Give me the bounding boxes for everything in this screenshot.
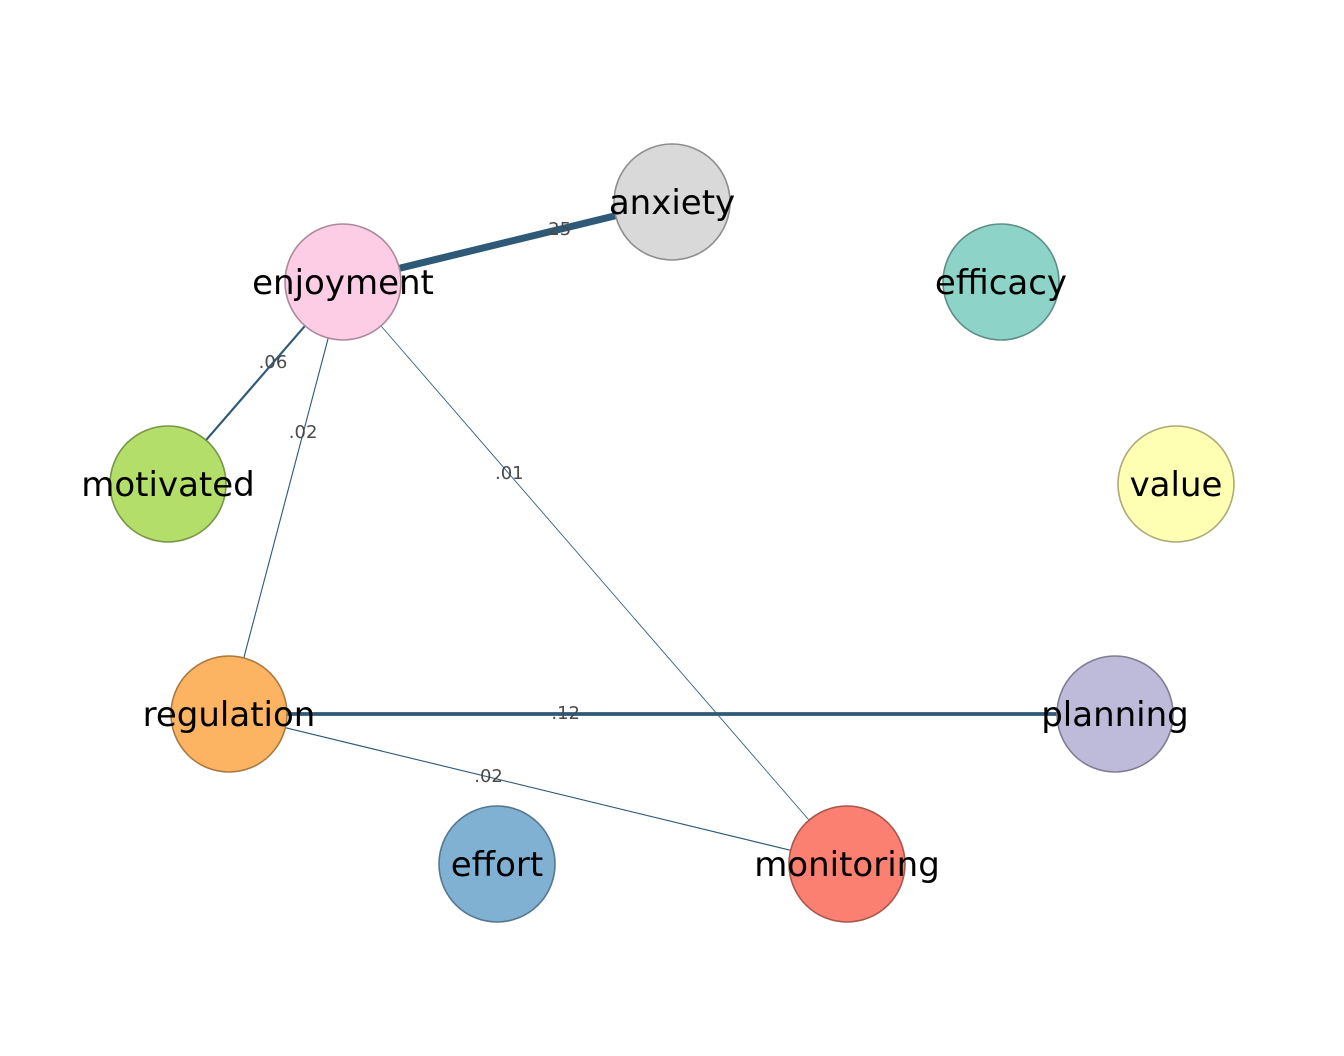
edge-label-enjoyment-motivated: .06 <box>259 352 288 373</box>
edge-label-enjoyment-regulation: .02 <box>289 422 318 443</box>
edge-enjoyment-anxiety <box>398 212 617 272</box>
node-label-planning: planning <box>1041 695 1189 735</box>
edge-enjoyment-motivated <box>205 325 306 441</box>
node-motivated: motivated <box>81 425 255 543</box>
edge-enjoyment-monitoring <box>380 325 810 821</box>
node-efficacy: efficacy <box>935 223 1067 341</box>
node-circle-regulation <box>170 655 288 773</box>
node-enjoyment: enjoyment <box>252 223 434 341</box>
edge-label-enjoyment-monitoring: .01 <box>495 463 524 484</box>
node-label-regulation: regulation <box>143 695 316 735</box>
edges-layer <box>205 212 1057 851</box>
node-circle-anxiety <box>613 143 731 261</box>
node-circle-enjoyment <box>284 223 402 341</box>
node-circle-motivated <box>109 425 227 543</box>
edge-regulation-monitoring <box>285 727 791 851</box>
edge-label-regulation-monitoring: .02 <box>474 766 503 787</box>
node-circle-value <box>1117 425 1235 543</box>
node-anxiety: anxiety <box>609 143 735 261</box>
node-label-value: value <box>1130 465 1223 505</box>
node-regulation: regulation <box>143 655 316 773</box>
node-label-efficacy: efficacy <box>935 263 1067 303</box>
node-label-anxiety: anxiety <box>609 183 735 223</box>
node-value: value <box>1117 425 1235 543</box>
nodes-layer: anxiety efficacy value planning monitoring ef… <box>81 143 1235 923</box>
node-label-monitoring: monitoring <box>754 845 940 885</box>
node-label-effort: effort <box>451 845 543 885</box>
node-planning: planning <box>1041 655 1189 773</box>
node-label-enjoyment: enjoyment <box>252 263 434 303</box>
node-circle-planning <box>1056 655 1174 773</box>
node-circle-monitoring <box>788 805 906 923</box>
edge-label-regulation-planning: .12 <box>551 703 580 724</box>
edge-labels-layer: .25 .12 .06 .02 .02 .01 <box>259 219 580 787</box>
edge-label-enjoyment-anxiety: .25 <box>543 219 572 240</box>
node-label-motivated: motivated <box>81 465 255 505</box>
node-circle-effort <box>438 805 556 923</box>
node-effort: effort <box>438 805 556 923</box>
node-monitoring: monitoring <box>754 805 940 923</box>
edge-enjoyment-regulation <box>243 337 329 659</box>
node-circle-efficacy <box>942 223 1060 341</box>
